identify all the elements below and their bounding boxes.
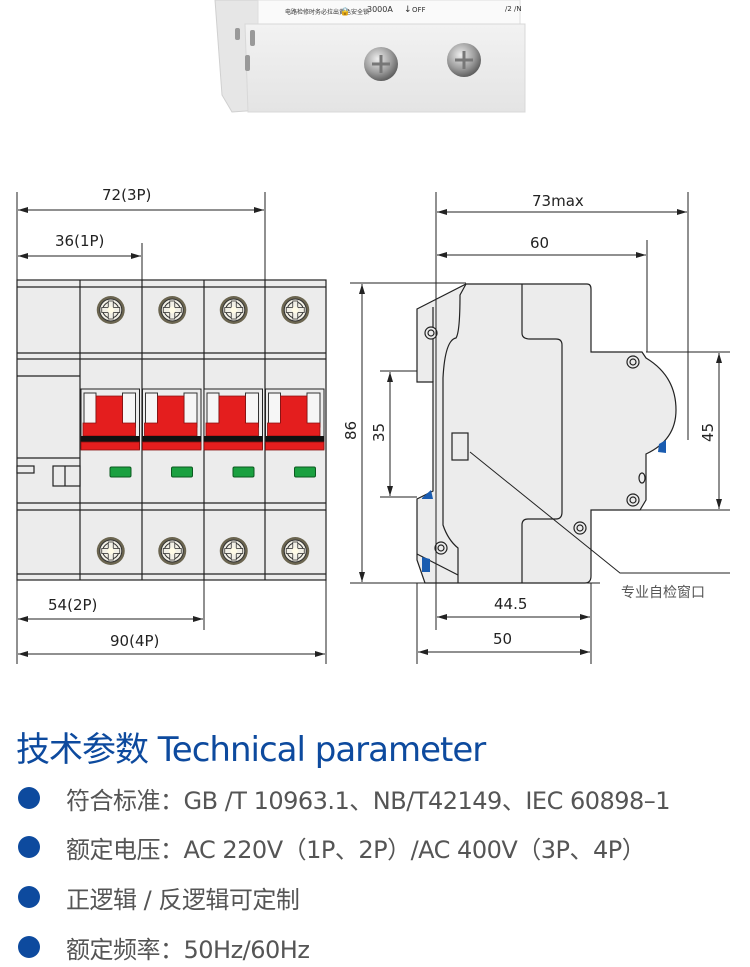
terminal-screw (447, 43, 481, 77)
side-dimensions (350, 192, 730, 664)
dim-width-2p: 54(2P) (48, 596, 97, 614)
param-item: 正逻辑 / 反逻辑可定制 (18, 877, 300, 917)
bullet-icon (18, 886, 40, 908)
terminal-screw (364, 47, 398, 81)
dim-width-3p: 72(3P) (102, 186, 151, 204)
front-dimensions (16, 192, 327, 664)
terminal-screw-icon (96, 295, 126, 325)
handle-base (265, 441, 325, 451)
dim-rail: 35 (370, 423, 388, 442)
param-text: 正逻辑 / 反逻辑可定制 (66, 885, 300, 914)
status-indicator (171, 466, 193, 478)
handle-guard (268, 392, 281, 428)
bullet-icon (18, 787, 40, 809)
params-title: 技术参数 Technical parameter (16, 730, 486, 770)
handle-base (80, 441, 140, 451)
handle-guard (245, 392, 259, 428)
handle-guard (83, 392, 97, 428)
clip-front (658, 440, 666, 453)
handle-guard (145, 392, 158, 428)
param-text: 符合标准：GB /T 10963.1、NB/T42149、IEC 60898–1 (66, 786, 671, 815)
pole-module (142, 295, 202, 566)
din-rail-clips (422, 440, 666, 572)
handle-guard (206, 392, 220, 428)
bullet-icon (18, 836, 40, 858)
lock-icon: 🔒 (340, 7, 350, 16)
warning-label: 电路检修时务必拉出黄色安全锁 (285, 8, 369, 16)
dim-front-height: 45 (699, 423, 717, 442)
terminal-screw-icon (280, 295, 310, 325)
rating-text: 3000A (367, 5, 393, 14)
handle-band (81, 436, 140, 442)
dim-height: 86 (342, 421, 360, 440)
handle-band (265, 436, 324, 442)
handle-band (142, 436, 201, 442)
terminal-screw-icon (96, 536, 126, 566)
arrow-down-icon: ↓ (404, 5, 412, 15)
status-indicator (294, 466, 316, 478)
status-indicator (232, 466, 255, 478)
dim-depth: 60 (530, 234, 549, 252)
param-text: 额定电压：AC 220V（1P、2P）/AC 400V（3P、4P） (66, 835, 646, 864)
pole-module (265, 295, 325, 566)
bullet-icon (18, 936, 40, 958)
pole-module (203, 295, 263, 566)
clip-bottom (422, 557, 430, 572)
handle-base (203, 441, 263, 451)
pole-module (80, 295, 140, 566)
product-photo: 电路检修时务必拉出黄色安全锁 🔒 3000A ↓ OFF /2 /N (214, 0, 526, 113)
param-item: 符合标准：GB /T 10963.1、NB/T42149、IEC 60898–1 (18, 778, 671, 818)
dim-base-total: 50 (493, 630, 512, 648)
terminal-screw-icon (280, 536, 310, 566)
param-item: 额定频率：50Hz/60Hz (18, 927, 310, 967)
dim-depth-max: 73max (532, 192, 584, 210)
terminal-screw-icon (219, 536, 249, 566)
dimension-drawing: 72(3P) 36(1P) 54(2P) 90(4P) 专业自检窗口 (16, 186, 730, 664)
param-item: 额定电压：AC 220V（1P、2P）/AC 400V（3P、4P） (18, 827, 646, 867)
pole-modules (80, 295, 325, 566)
callout-line (469, 451, 730, 574)
side-view (416, 283, 677, 584)
status-indicator (109, 466, 132, 478)
param-text: 额定频率：50Hz/60Hz (66, 935, 310, 964)
handle-guard (183, 392, 198, 428)
handle-base (142, 441, 202, 451)
handle-guard (306, 392, 321, 428)
terminal-labels: /2 /N (505, 5, 522, 13)
off-label: OFF (412, 6, 426, 14)
clip-top (422, 490, 433, 499)
terminal-screw-icon (157, 536, 187, 566)
self-check-window-label: 专业自检窗口 (621, 584, 705, 601)
dim-width-1p: 36(1P) (55, 232, 104, 250)
terminal-screw-icon (219, 295, 249, 325)
handle-band (204, 436, 263, 442)
terminal-screw-icon (157, 295, 187, 325)
dim-width-4p: 90(4P) (110, 632, 159, 650)
dim-base-depth: 44.5 (494, 595, 527, 613)
handle-guard (122, 392, 136, 428)
